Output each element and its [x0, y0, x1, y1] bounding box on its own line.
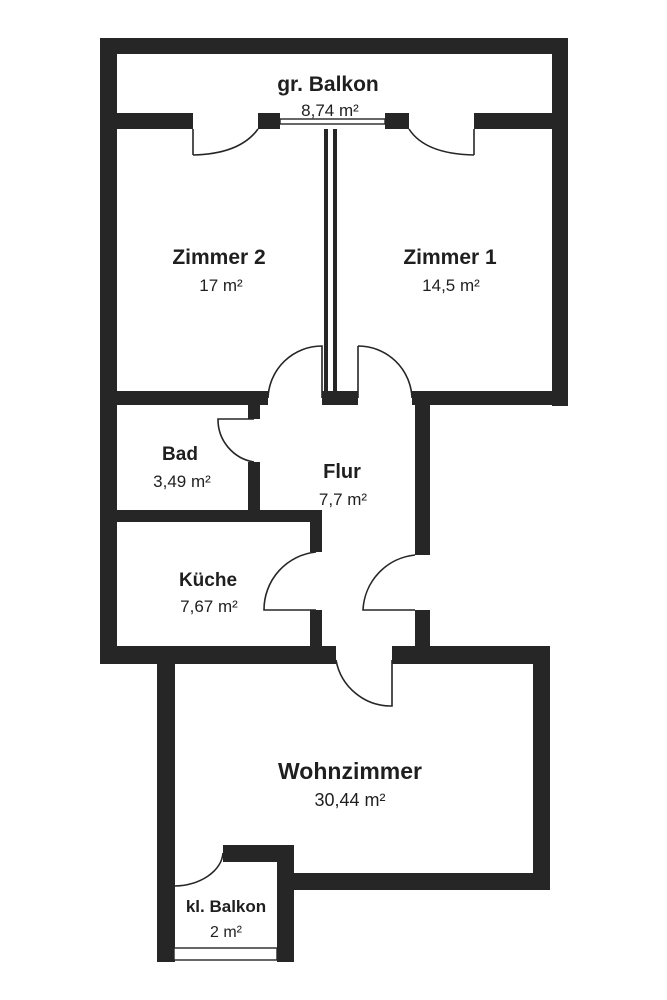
wall-wohnzimmer-top-right — [392, 646, 550, 664]
wall-kl-balkon-top — [223, 845, 294, 862]
wall-balcony-bottom-left — [100, 113, 193, 129]
room-name-kueche: Küche — [179, 570, 237, 591]
wall-partition-rooms-b — [333, 129, 337, 391]
wall-top — [100, 38, 568, 54]
room-name-zimmer-2: Zimmer 2 — [172, 246, 265, 269]
room-name-bad: Bad — [162, 444, 198, 465]
wall-zimmer-bottom-center — [322, 391, 358, 405]
room-name-gr-balkon: gr. Balkon — [277, 73, 379, 96]
door-kl-balkon — [173, 852, 224, 887]
door-zimmer1-balcony — [408, 128, 475, 156]
windows — [173, 118, 386, 961]
room-area-zimmer-1: 14,5 m² — [422, 276, 480, 295]
door-zimmer2-flur — [267, 345, 323, 399]
wall-right-balcony — [552, 38, 568, 114]
wall-bad-right-top — [248, 391, 260, 419]
wall-balcony-mid-right — [385, 113, 409, 129]
wall-bad-right-bottom — [248, 462, 260, 520]
wall-bad-bottom — [100, 510, 322, 522]
doors — [173, 128, 475, 887]
room-name-kl-balkon: kl. Balkon — [186, 897, 266, 916]
kl-balkon-window — [173, 947, 278, 961]
door-zimmer1-flur — [357, 345, 413, 399]
wall-left-upper — [100, 38, 117, 664]
room-area-kueche: 7,67 m² — [180, 597, 238, 616]
wall-zimmer2-bottom-left — [100, 391, 268, 405]
door-bad — [217, 418, 255, 463]
walls — [100, 38, 568, 962]
room-name-wohnzimmer: Wohnzimmer — [278, 758, 422, 784]
balcony-sliding-door — [279, 118, 386, 125]
wall-kueche-right-top — [310, 510, 322, 552]
wall-flur-right-upper — [415, 391, 430, 555]
room-area-kl-balkon: 2 m² — [210, 924, 243, 941]
wall-kueche-bottom — [100, 646, 336, 664]
wall-kl-balkon-bottom-left — [157, 946, 174, 962]
wall-wohnzimmer-right — [533, 646, 550, 890]
room-area-bad: 3,49 m² — [153, 472, 211, 491]
wall-kl-balkon-right — [277, 845, 294, 962]
room-area-zimmer-2: 17 m² — [199, 276, 243, 295]
door-wohnzimmer — [335, 659, 393, 707]
wall-wohnzimmer-bottom — [277, 873, 550, 890]
wall-balcony-bottom-right — [474, 113, 568, 129]
wall-wohnzimmer-left — [157, 646, 175, 962]
door-kueche — [263, 551, 317, 611]
door-zimmer2-balcony — [192, 128, 259, 156]
wall-balcony-mid-left — [258, 113, 280, 129]
room-area-flur: 7,7 m² — [319, 490, 368, 509]
room-name-zimmer-1: Zimmer 1 — [403, 246, 497, 269]
room-name-flur: Flur — [323, 461, 361, 483]
room-area-gr-balkon: 8,74 m² — [301, 101, 359, 120]
room-area-wohnzimmer: 30,44 m² — [314, 790, 385, 810]
room-labels: gr. Balkon 8,74 m² Zimmer 2 17 m² Zimmer… — [153, 73, 497, 941]
wall-partition-rooms-a — [324, 129, 328, 391]
wall-right-zimmer1 — [552, 113, 568, 406]
wall-zimmer1-bottom-right — [412, 391, 568, 405]
door-flur-right — [362, 554, 416, 611]
